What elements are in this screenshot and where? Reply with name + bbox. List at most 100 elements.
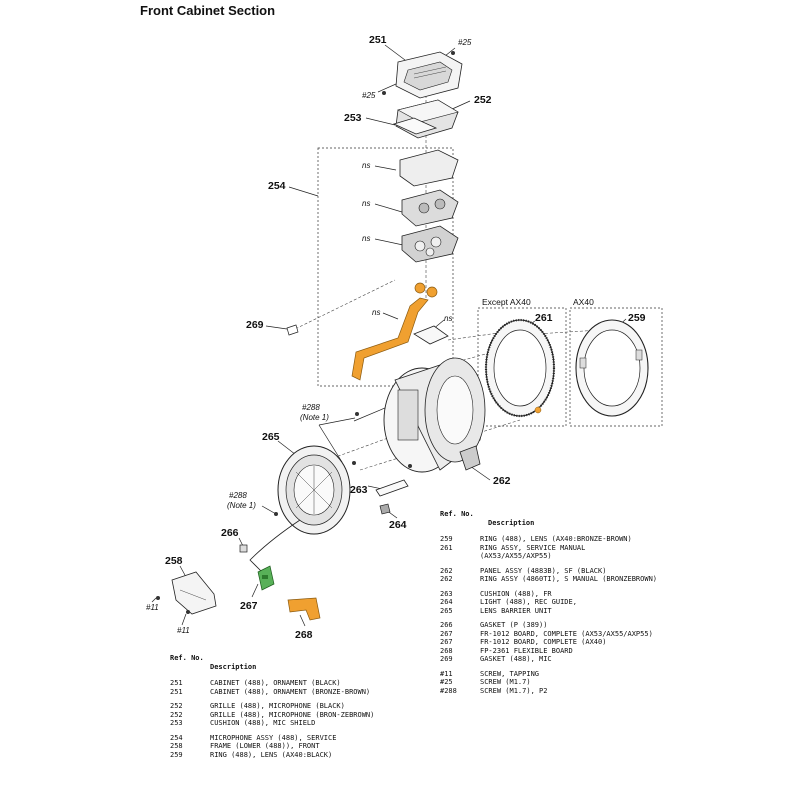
callout-254: 254 [268,180,286,192]
screw-markers [156,51,455,614]
part-description: RING (488), LENS (AX40:BLACK) [210,750,333,759]
fr-1012-board [257,565,275,591]
part-description: RING ASSY, SERVICE MANUAL (AX53/AX55/AXP… [480,543,586,561]
ns-label: ns [362,234,371,243]
table-row: 259 RING (488), LENS (AX40:BLACK) [170,751,388,760]
page-title: Front Cabinet Section [140,3,276,18]
ref-no-header: Ref. No. [440,510,474,518]
lens-ring-ax40 [575,319,649,417]
table-row: 268 FP-2361 FLEXIBLE BOARD [440,647,658,656]
ref-number: #11 [440,669,453,678]
ref-number: #288 [440,686,457,695]
ref-number: 265 [440,606,453,615]
screw-label-25-left: #25 [362,91,376,100]
part-description: FR-1012 BOARD, COMPLETE (AX40) [480,638,607,646]
ns-label: ns [372,308,381,317]
gasket-pad-part [413,325,449,345]
lens-ring-except-ax40 [484,318,556,418]
callout-253: 253 [344,112,362,124]
part-description: SCREW, TAPPING [480,669,540,678]
lens-barrier-unit [277,445,351,535]
ref-number: 251 [170,687,183,696]
screw-label-11-left: #11 [146,603,159,612]
ref-number: 262 [440,566,453,575]
table-row: 261 RING ASSY, SERVICE MANUAL (AX53/AX55/… [440,544,658,561]
ref-number: 264 [440,598,453,606]
callout-258: 258 [165,555,183,567]
description-header: Description [210,662,257,671]
ref-number: 259 [170,750,183,759]
grille-microphone-part [395,99,459,139]
variant-label-ax40: AX40 [573,297,594,307]
part-description: PANEL ASSY (4883B), SF (BLACK) [480,566,607,575]
mic-holder-part [401,189,459,227]
ref-no-header: Ref. No. [170,654,204,662]
part-description: SCREW (M1.7) [480,678,531,686]
front-cabinet-body [383,357,486,473]
mic-unit-part [401,225,459,263]
ref-number: 251 [170,679,183,687]
part-description: RING ASSY (4860TI), S MANUAL (BRONZEBROW… [480,575,658,583]
part-description: CUSHION (488), MIC SHIELD [210,719,316,727]
callout-262: 262 [493,475,511,487]
fp-2361-flexible-board [287,597,321,621]
callout-261: 261 [535,312,553,324]
light-rec-guide-part [379,503,391,515]
table-row: #25 SCREW (M1.7) [440,678,658,687]
ref-number: 266 [440,621,453,629]
screw-label-288-upper-note: (Note 1) [300,413,329,422]
ref-number: 252 [170,710,183,719]
table-row: 251 CABINET (488), ORNAMENT (BRONZE-BROWN… [170,688,388,697]
callout-259: 259 [628,312,646,324]
lens-unit-cable [249,519,301,573]
callout-252: 252 [474,94,492,106]
table-row: 263 CUSHION (488), FR [440,590,658,599]
screw-label-25-top: #25 [458,38,472,47]
ref-number: 269 [440,655,453,663]
ref-number: 267 [440,629,453,638]
ref-number: 268 [440,646,453,655]
screw-label-11-bottom: #11 [177,626,190,635]
part-description: LENS BARRIER UNIT [480,606,552,615]
variant-box-except-ax40 [477,307,567,427]
part-description: CABINET (488), ORNAMENT (BRONZE-BROWN) [210,687,371,696]
variant-box-ax40 [569,307,663,427]
ref-number: 252 [170,702,183,710]
mic-flexible-board [351,297,429,381]
callout-265: 265 [262,431,280,443]
ns-label: ns [444,314,453,323]
ref-number: 261 [440,543,453,552]
part-description: SCREW (M1.7), P2 [480,686,548,695]
ref-number: 259 [440,535,453,543]
cushion-mic-shield-part [392,117,438,135]
table-row: #288 SCREW (M1.7), P2 [440,687,658,696]
callout-266: 266 [221,527,239,539]
part-description: GRILLE (488), MICROPHONE (BRON-ZEBROWN) [210,710,375,719]
screw-label-288-upper: #288 [302,403,320,412]
panel-assy-part [459,445,481,471]
table-row: #11 SCREW, TAPPING [440,670,658,679]
callout-269: 269 [246,319,264,331]
cabinet-ornament-part [395,51,463,99]
ref-number: 263 [440,589,453,598]
mic-cover-part [399,149,459,187]
ref-number: 254 [170,733,183,742]
table-row: 259 RING (488), LENS (AX40:BRONZE-BROWN) [440,535,658,544]
ref-number: #25 [440,678,453,686]
part-description: FP-2361 FLEXIBLE BOARD [480,646,573,655]
part-description: CUSHION (488), FR [480,589,552,598]
callout-263: 263 [350,484,368,496]
part-description: RING (488), LENS (AX40:BRONZE-BROWN) [480,535,632,543]
frame-lower-front-part [171,571,217,615]
